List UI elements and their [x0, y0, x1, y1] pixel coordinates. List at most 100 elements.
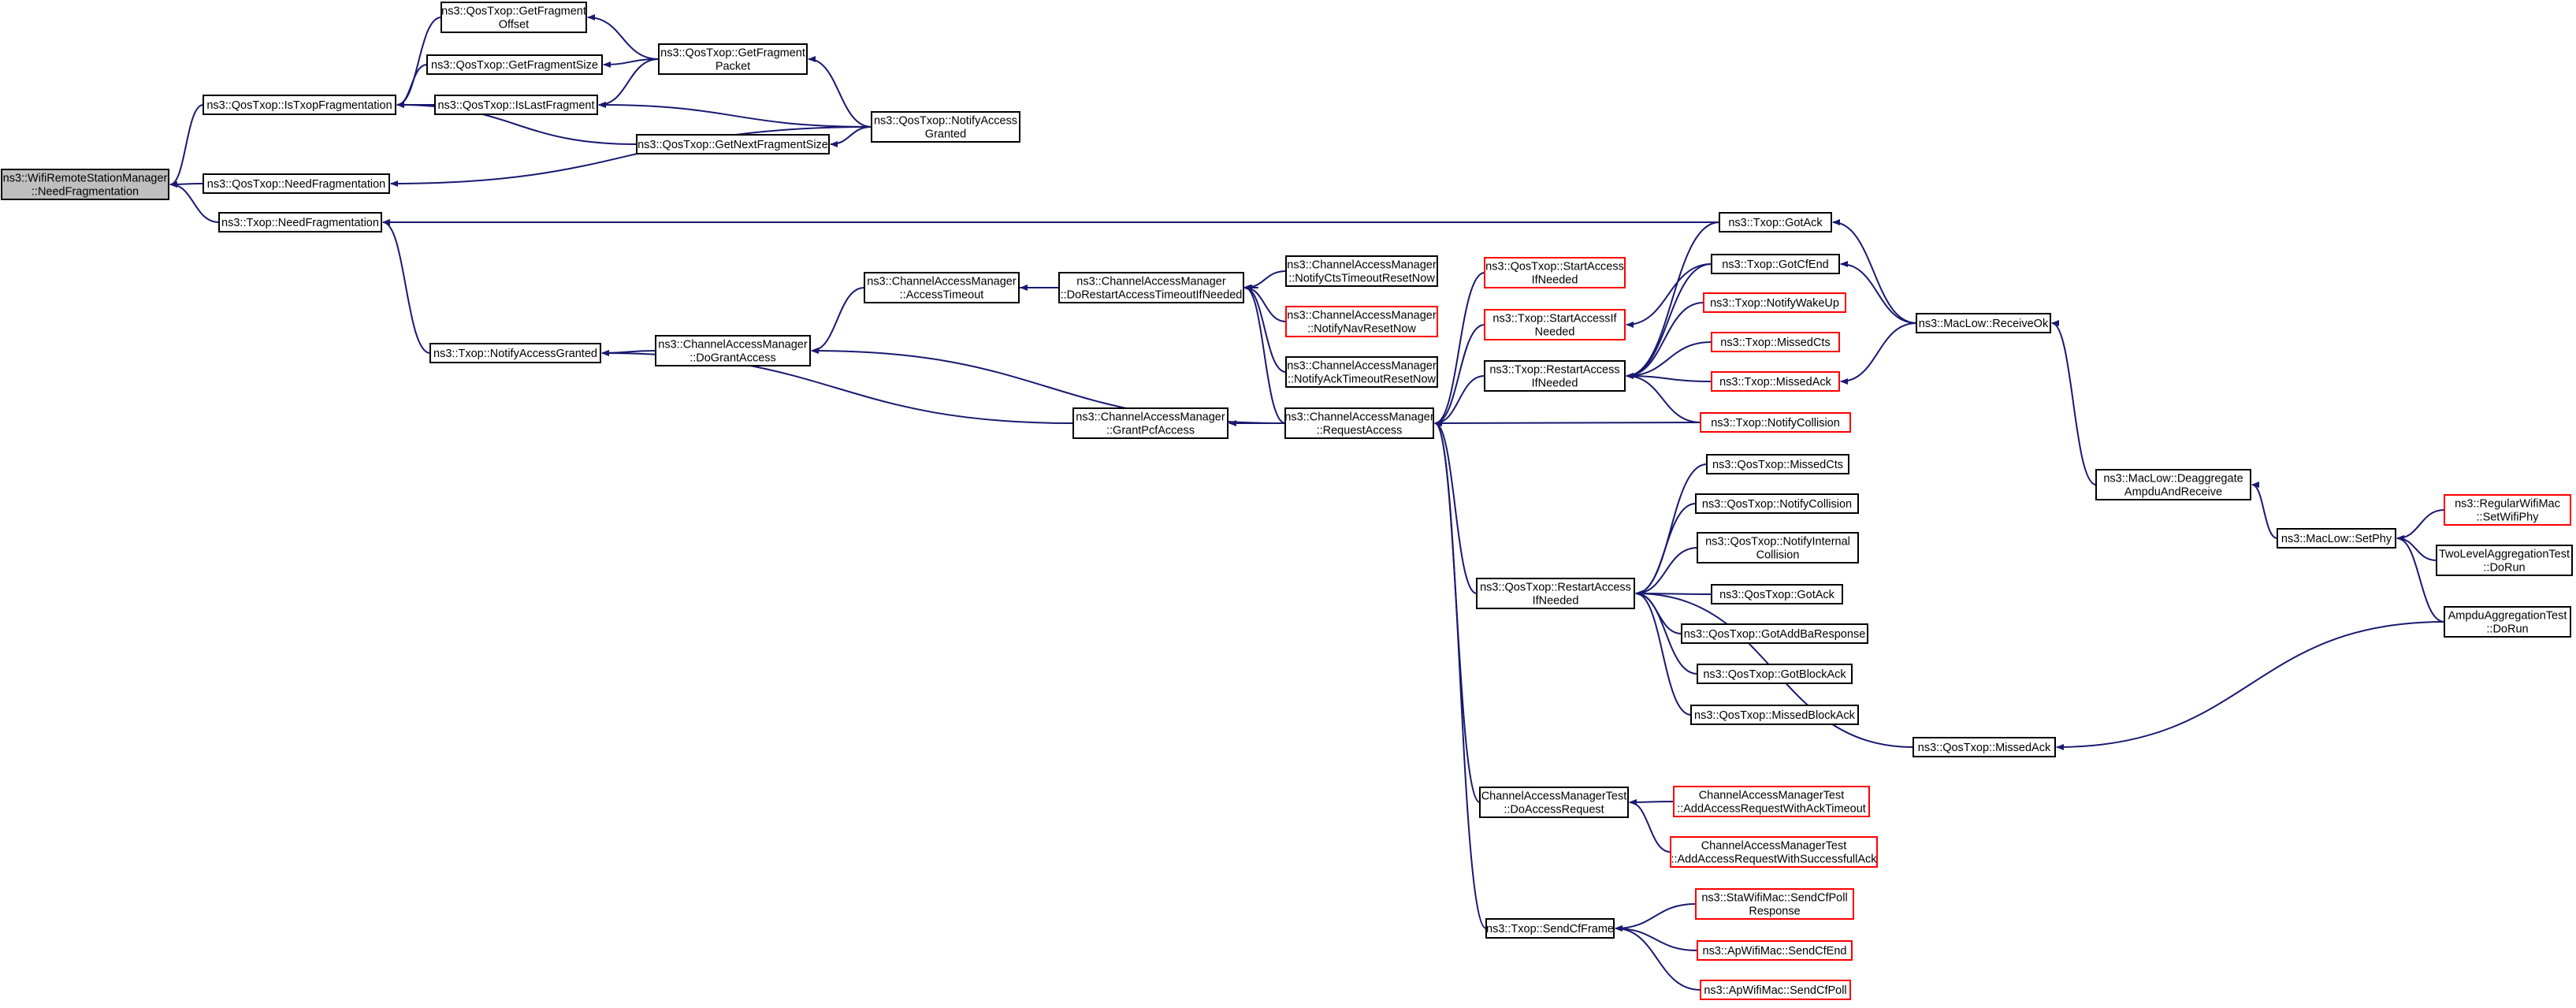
node-qtx_notifycoll[interactable]: ns3::QosTxop::NotifyCollision: [1695, 493, 1859, 514]
node-maclow_setphy[interactable]: ns3::MacLow::SetPhy: [2277, 528, 2396, 549]
node-cam_notifynav[interactable]: ns3::ChannelAccessManager::NotifyNavRese…: [1285, 306, 1438, 337]
node-tx_gotack[interactable]: ns3::Txop::GotAck: [1719, 212, 1832, 232]
node-label: ::DoGrantAccess: [690, 352, 776, 365]
node-qtx_needfrag[interactable]: ns3::QosTxop::NeedFragmentation: [203, 173, 390, 194]
node-tx_notifyaccess[interactable]: ns3::Txop::NotifyAccessGranted: [429, 343, 601, 363]
node-box: [871, 111, 1020, 143]
node-apwifimac_sendcfend[interactable]: ns3::ApWifiMac::SendCfEnd: [1697, 940, 1853, 961]
node-maclow_receiveok[interactable]: ns3::MacLow::ReceiveOk: [1916, 313, 2051, 333]
call-edge-maclow_receiveok-to-tx_gotcfend: [1840, 261, 1917, 324]
node-label: ns3::Txop::SendCfFrame: [1486, 923, 1614, 935]
call-edge-tx_startaccess-to-cam_requestaccess: [1434, 324, 1485, 426]
node-label: IfNeeded: [1532, 274, 1578, 287]
node-qtx_getnextfrag[interactable]: ns3::QosTxop::GetNextFragmentSize: [636, 134, 830, 154]
node-label: ns3::QosTxop::NotifyInternal: [1705, 536, 1850, 549]
node-apwifimac_sendcfpoll[interactable]: ns3::ApWifiMac::SendCfPoll: [1700, 980, 1851, 1000]
node-label: ChannelAccessManagerTest: [1481, 790, 1627, 803]
node-tx_missedack[interactable]: ns3::Txop::MissedAck: [1711, 371, 1840, 392]
node-qtx_notifyaccess[interactable]: ns3::QosTxop::NotifyAccessGranted: [871, 111, 1020, 143]
node-tx_needfrag[interactable]: ns3::Txop::NeedFragmentation: [218, 212, 382, 232]
call-edge-tx_notifyaccess-to-tx_needfrag: [382, 219, 431, 354]
node-qtx_gotblockack[interactable]: ns3::QosTxop::GotBlockAck: [1697, 664, 1853, 684]
node-camtest_doaccess[interactable]: ChannelAccessManagerTest::DoAccessReques…: [1479, 787, 1629, 818]
node-label: ns3::WifiRemoteStationManager: [3, 173, 168, 185]
call-edge-qtx_gotblockack-to-qtx_restartaccess: [1635, 590, 1698, 675]
node-box: [1703, 292, 1846, 313]
call-edge-tx_gotcfend-to-tx_startaccess: [1626, 263, 1712, 328]
call-edge-apwifimac_sendcfpoll-to-tx_sendcfframe: [1615, 925, 1701, 991]
node-box: [1479, 787, 1629, 818]
node-box: [1284, 407, 1434, 439]
node-camtest_addsuccess[interactable]: ChannelAccessManagerTest::AddAccessReque…: [1670, 836, 1878, 868]
node-label: AmpduAggregationTest: [2448, 610, 2567, 623]
node-cam_requestaccess[interactable]: ns3::ChannelAccessManager::RequestAccess: [1284, 407, 1434, 439]
node-box: [1916, 313, 2051, 333]
node-tx_gotcfend[interactable]: ns3::Txop::GotCfEnd: [1711, 254, 1840, 274]
node-label: ns3::Txop::RestartAccess: [1489, 364, 1619, 377]
node-qtx_missedblockack[interactable]: ns3::QosTxop::MissedBlockAck: [1690, 705, 1859, 725]
node-box: [1700, 412, 1851, 433]
node-label: ns3::QosTxop::GetFragment: [441, 6, 586, 18]
node-tx_notifycoll[interactable]: ns3::Txop::NotifyCollision: [1700, 412, 1851, 433]
node-box: [1711, 584, 1843, 604]
node-label: ns3::QosTxop::MissedBlockAck: [1694, 709, 1856, 722]
node-qtx_islastfrag[interactable]: ns3::QosTxop::IsLastFragment: [434, 95, 598, 115]
node-cam_dogrant[interactable]: ns3::ChannelAccessManager::DoGrantAccess: [655, 335, 811, 366]
node-cam_grantpcf[interactable]: ns3::ChannelAccessManager::GrantPcfAcces…: [1072, 407, 1229, 439]
node-box: [2444, 494, 2571, 526]
node-label: Granted: [925, 128, 966, 141]
node-qtx_gotaddba[interactable]: ns3::QosTxop::GotAddBaResponse: [1681, 623, 1868, 644]
node-regwifimac_setphy[interactable]: ns3::RegularWifiMac::SetWifiPhy: [2444, 494, 2571, 526]
node-cam_accesstimeout[interactable]: ns3::ChannelAccessManager::AccessTimeout: [864, 272, 1020, 303]
node-qtx_missedack[interactable]: ns3::QosTxop::MissedAck: [1912, 737, 2056, 757]
node-cam_notifyack[interactable]: ns3::ChannelAccessManager::NotifyAckTime…: [1285, 356, 1438, 388]
node-box: [1697, 664, 1853, 684]
node-label: ::DoRestartAccessTimeoutIfNeeded: [1061, 289, 1243, 302]
call-edge-maclow_receiveok-to-tx_gotack: [1832, 219, 1917, 324]
node-box: [655, 335, 811, 366]
node-cam_dorestart[interactable]: ns3::ChannelAccessManager::DoRestartAcce…: [1058, 272, 1244, 303]
node-twolevel_dorun[interactable]: TwoLevelAggregationTest::DoRun: [2436, 545, 2573, 576]
call-edge-tx_missedcts-to-tx_restartaccess: [1626, 341, 1712, 379]
node-ampdu_dorun[interactable]: AmpduAggregationTest::DoRun: [2444, 606, 2571, 638]
node-qtx_gotack[interactable]: ns3::QosTxop::GotAck: [1711, 584, 1843, 604]
node-qtx_getfragsize[interactable]: ns3::QosTxop::GetFragmentSize: [426, 54, 603, 75]
node-box: [1484, 257, 1626, 288]
node-label: ::RequestAccess: [1317, 425, 1403, 437]
node-label: ns3::QosTxop::GetFragmentSize: [431, 59, 598, 72]
node-label: TwoLevelAggregationTest: [2439, 549, 2570, 561]
node-label: ns3::QosTxop::GotBlockAck: [1703, 668, 1846, 681]
node-box: [1285, 356, 1438, 388]
node-label: AmpduAndReceive: [2124, 486, 2222, 499]
node-label: ns3::MacLow::SetPhy: [2281, 533, 2392, 545]
call-edge-qtx_getfragpkt-to-qtx_getfragoff: [587, 14, 660, 60]
node-box: [1285, 306, 1438, 337]
node-camtest_addtimeout[interactable]: ChannelAccessManagerTest::AddAccessReque…: [1673, 786, 1870, 817]
node-label: Collision: [1756, 549, 1800, 562]
node-box: [426, 54, 603, 75]
node-tx_missedcts[interactable]: ns3::Txop::MissedCts: [1711, 332, 1840, 352]
node-label: ::NotifyAckTimeoutResetNow: [1288, 374, 1437, 386]
call-edge-tx_needfrag-to-root: [169, 181, 220, 223]
node-qtx_missedcts[interactable]: ns3::QosTxop::MissedCts: [1706, 454, 1849, 474]
call-edge-qtx_notifyaccess-to-qtx_getfragpkt: [808, 56, 872, 128]
node-box: [1697, 940, 1853, 961]
node-tx_notifywakeup[interactable]: ns3::Txop::NotifyWakeUp: [1703, 292, 1846, 313]
call-edge-qtx_notifyaccess-to-qtx_islastfrag: [598, 102, 872, 128]
call-edge-qtx_gotaddba-to-qtx_restartaccess: [1635, 590, 1682, 634]
node-tx_sendcfframe[interactable]: ns3::Txop::SendCfFrame: [1485, 918, 1615, 939]
node-cam_notifycts[interactable]: ns3::ChannelAccessManager::NotifyCtsTime…: [1285, 255, 1438, 287]
node-box: [1700, 980, 1851, 1000]
node-label: ns3::Txop::MissedAck: [1719, 376, 1832, 389]
node-qtx_istxop[interactable]: ns3::QosTxop::IsTxopFragmentation: [203, 95, 396, 115]
